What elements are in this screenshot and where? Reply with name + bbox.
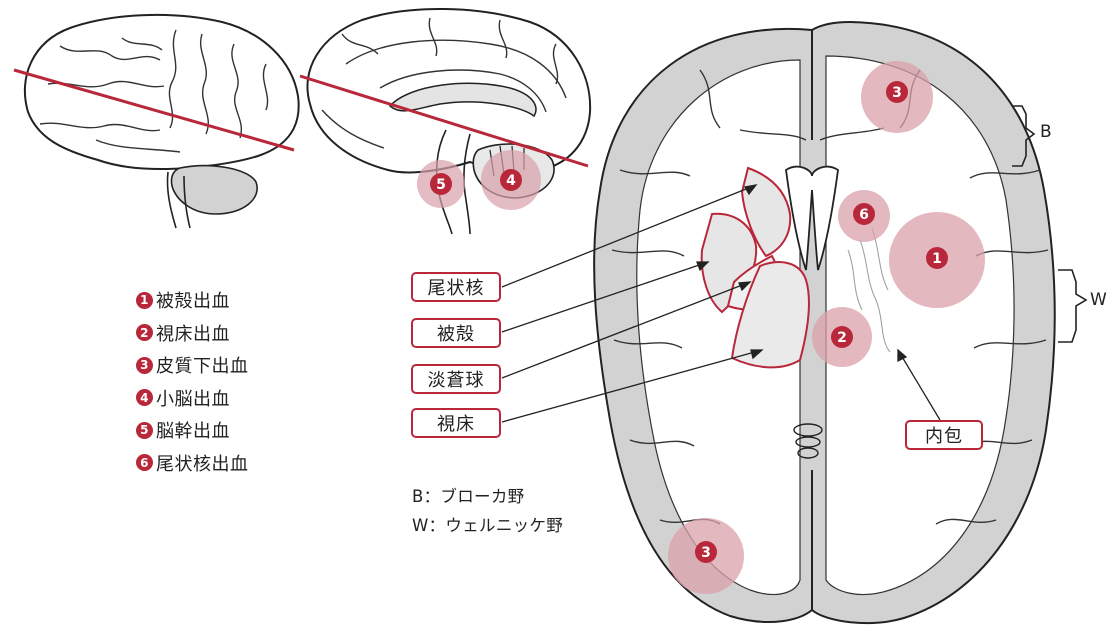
wernicke-letter: W: [1090, 290, 1107, 310]
sagittal-brain-view: [300, 9, 590, 234]
marker-3-bottom-number: 3: [701, 545, 711, 561]
legend-item-caudate-hemorrhage: 6 尾状核出血: [136, 447, 249, 480]
broca-letter: B: [1040, 122, 1052, 142]
legend-number-badge: 1: [136, 292, 153, 309]
caudate-label: 尾状核: [411, 272, 501, 302]
marker-4: 4: [500, 169, 522, 191]
marker-4-number: 4: [506, 173, 516, 189]
legend-item-thalamic-hemorrhage: 2 視床出血: [136, 317, 249, 350]
marker-6: 6: [853, 203, 875, 225]
wernicke-bracket: [1058, 270, 1086, 342]
marker-2: 2: [831, 326, 853, 348]
legend-item-putamen-hemorrhage: 1 被殻出血: [136, 284, 249, 317]
marker-2-number: 2: [837, 330, 847, 346]
legend-label: 皮質下出血: [156, 352, 249, 378]
marker-5-number: 5: [436, 177, 446, 193]
marker-3-bottom: 3: [695, 541, 717, 563]
axial-brain-section: [594, 22, 1055, 623]
lateral-brain-view: [14, 15, 299, 228]
legend-label: 視床出血: [156, 320, 230, 346]
marker-5: 5: [430, 173, 452, 195]
legend-item-subcortical-hemorrhage: 3 皮質下出血: [136, 349, 249, 382]
marker-1: 1: [926, 247, 948, 269]
legend-label: 尾状核出血: [156, 450, 249, 476]
marker-3-top-number: 3: [892, 85, 902, 101]
legend-number-badge: 5: [136, 422, 153, 439]
legend-label: 脳幹出血: [156, 417, 230, 443]
legend-number-badge: 6: [136, 454, 153, 471]
globus-pallidus-label: 淡蒼球: [411, 364, 501, 394]
thalamus-label: 視床: [411, 408, 501, 438]
wernicke-abbreviation: W：ウェルニッケ野: [412, 512, 563, 536]
hemorrhage-legend: 1 被殻出血 2 視床出血 3 皮質下出血 4 小脳出血 5 脳幹出血 6 尾状…: [136, 284, 249, 479]
putamen-label: 被殻: [411, 318, 501, 348]
lateral-cerebrum-outline: [25, 15, 299, 169]
legend-label: 小脳出血: [156, 385, 230, 411]
legend-item-brainstem-hemorrhage: 5 脳幹出血: [136, 414, 249, 447]
internal-capsule-label: 内包: [905, 420, 983, 450]
legend-number-badge: 4: [136, 389, 153, 406]
legend-item-cerebellar-hemorrhage: 4 小脳出血: [136, 382, 249, 415]
marker-3-top: 3: [886, 81, 908, 103]
legend-label: 被殻出血: [156, 287, 230, 313]
legend-number-badge: 3: [136, 357, 153, 374]
legend-number-badge: 2: [136, 324, 153, 341]
marker-6-number: 6: [859, 207, 869, 223]
broca-abbreviation: B：ブローカ野: [412, 483, 524, 507]
marker-1-number: 1: [932, 251, 942, 267]
